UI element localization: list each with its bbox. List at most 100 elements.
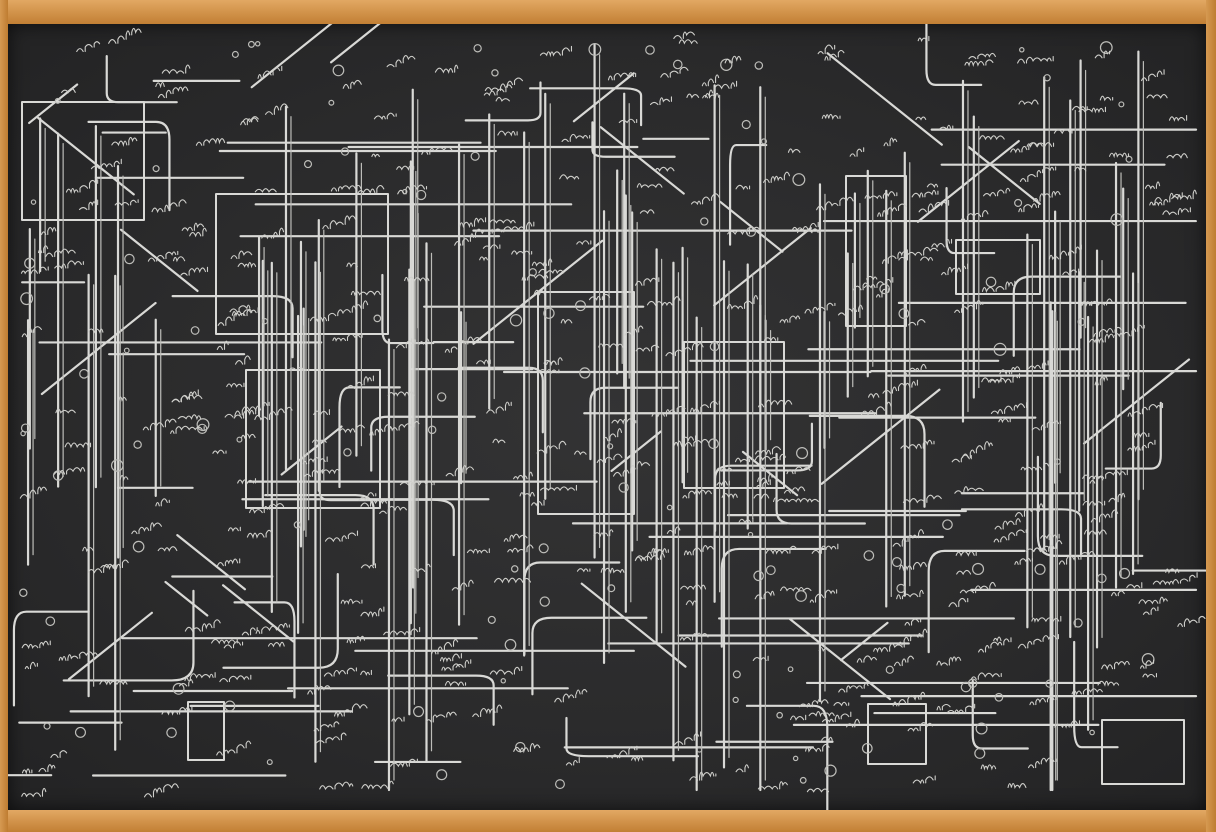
chalk-scribble — [495, 96, 510, 102]
chalk-boxes — [21, 101, 1185, 785]
chalk-scribble — [993, 636, 1002, 643]
pipe-fitting — [776, 711, 783, 719]
chalk-scribble — [846, 718, 860, 728]
chalk-scribble — [431, 639, 459, 655]
chalk-scribble — [809, 589, 838, 603]
chalk-scribble — [1033, 191, 1061, 202]
chalk-scribble — [360, 499, 387, 507]
pipe-fitting — [236, 436, 243, 443]
pipe-fitting — [1034, 563, 1046, 575]
chalk-scribble — [818, 647, 829, 652]
pipe-fitting — [1045, 679, 1054, 688]
chalk-scribble — [390, 758, 418, 768]
chalk-scribble — [20, 266, 49, 275]
chalk-scribble — [234, 355, 251, 365]
pipe-fitting — [645, 45, 655, 55]
chalk-scribble — [1031, 615, 1062, 623]
pipe-fitting — [1118, 567, 1131, 580]
pipe-fitting — [332, 64, 345, 77]
pipe-fitting — [666, 504, 673, 511]
chalk-scribble — [1007, 782, 1027, 790]
pipe-fitting — [588, 42, 602, 56]
chalk-scribble — [1142, 606, 1159, 615]
chalk-scribble — [489, 219, 516, 224]
pipe-fitting — [543, 307, 555, 319]
chalk-scribble — [920, 256, 934, 262]
pipe-fitting — [942, 519, 953, 530]
chalk-scribble — [856, 655, 877, 663]
chalk-scribble — [157, 86, 189, 99]
pipe-elbow — [62, 589, 195, 682]
chalk-scribble — [959, 581, 996, 594]
pipe-elbow — [523, 561, 621, 656]
pipe-fitting — [792, 755, 799, 762]
pipe-diagonal — [967, 145, 1041, 205]
frame-left-rail — [0, 0, 8, 832]
chalk-scribble — [38, 764, 56, 773]
chalk-scribble — [503, 533, 528, 542]
chalk-scribble — [1108, 492, 1126, 503]
chalk-scribble — [808, 710, 835, 718]
chalk-scribble — [340, 598, 363, 605]
chalk-scribble — [899, 561, 929, 572]
chalk-scribble — [313, 409, 330, 416]
chalk-scribble — [646, 296, 683, 307]
chalk-scribble — [838, 682, 869, 693]
chalk-scribble — [956, 569, 972, 576]
chalk-scribble — [434, 64, 459, 74]
pipe-diagonal — [221, 584, 295, 643]
pipe-elbow — [927, 549, 1026, 654]
chalk-scribble — [41, 226, 57, 236]
chalk-scribble — [898, 246, 939, 261]
chalk-scribble — [607, 72, 637, 81]
chalk-scribble — [1168, 115, 1188, 122]
chalk-scribble — [237, 478, 257, 485]
chalk-scribble — [119, 475, 129, 481]
pipe-fitting — [753, 570, 764, 582]
chalk-scribble — [87, 564, 117, 574]
chalk-scribble — [1019, 166, 1057, 183]
pipe-diagonal — [599, 126, 685, 195]
chalk-scribble — [783, 486, 806, 494]
chalk-scribble — [1140, 659, 1155, 669]
chalk-scribble — [654, 166, 675, 172]
pipe-fitting — [700, 217, 709, 226]
chalk-scribble — [757, 473, 773, 484]
chalk-scribble — [765, 545, 798, 555]
chalk-scribble — [593, 529, 614, 538]
chalk-scribble — [867, 393, 880, 399]
pipe-elbow — [1131, 569, 1206, 572]
frame-top-rail — [0, 0, 1216, 24]
chalk-scribble — [184, 672, 216, 682]
pipe-fitting — [247, 40, 255, 48]
chalk-scribble — [118, 396, 127, 402]
chalk-scribble — [108, 27, 142, 44]
chalk-scribble — [1149, 196, 1163, 206]
chalk-scribble — [554, 693, 577, 703]
chalk-scribble — [1126, 582, 1143, 589]
chalk-scribble — [1131, 432, 1150, 439]
pipe-fitting — [575, 300, 586, 312]
chalk-scribble — [853, 282, 869, 291]
chalk-scribble — [964, 59, 994, 67]
pipe-fitting — [975, 722, 988, 735]
chalk-scribble — [195, 138, 226, 146]
pipe-diagonal — [788, 617, 892, 701]
chalk-scribble — [735, 184, 751, 191]
chalk-scribble — [911, 189, 939, 199]
chalk-scribble — [721, 492, 738, 500]
chalk-scribble — [674, 435, 697, 448]
chalk-scribble — [635, 344, 660, 352]
chalk-scribble — [612, 461, 651, 477]
pipe-elbow — [808, 414, 926, 508]
chalk-scribble — [1111, 590, 1125, 597]
chalk-scribble — [307, 685, 332, 695]
chalk-scribble — [701, 74, 720, 87]
chalk-scribble — [361, 780, 394, 790]
chalk-scribble — [1093, 469, 1128, 480]
chalk-scribble — [805, 743, 830, 753]
chalk-scribble — [399, 480, 435, 487]
chalk-scribble — [358, 492, 377, 501]
chalk-scribble — [1099, 95, 1114, 102]
